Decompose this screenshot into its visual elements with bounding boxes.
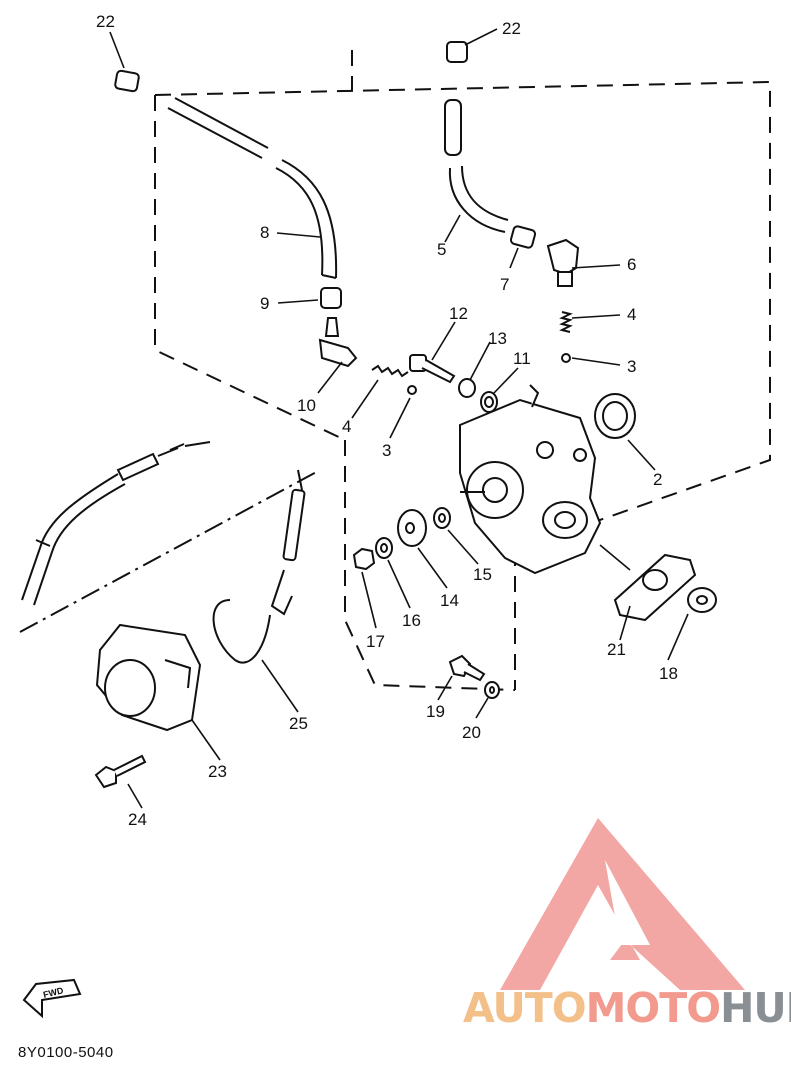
hose-8	[167, 97, 338, 279]
washer-18	[687, 587, 717, 613]
washer-20	[484, 681, 500, 699]
callout-24: 24	[128, 810, 147, 829]
clip-22-right	[446, 41, 468, 63]
callout-25: 25	[289, 714, 308, 733]
dashed-frame-upper	[154, 50, 771, 690]
diagram-code: 8Y0100-5040	[18, 1044, 114, 1061]
callout-8: 8	[260, 223, 269, 242]
brand-part-1: AUTO	[463, 984, 587, 1032]
bolt-24	[94, 754, 147, 789]
callout-16: 16	[402, 611, 421, 630]
spring-4-right	[559, 311, 573, 333]
pump-cover-23	[95, 623, 202, 732]
callout-20: 20	[462, 723, 481, 742]
oil-pump-body	[459, 384, 602, 575]
union-6	[546, 238, 580, 287]
watermark-brand: AUTOMOTOHUB	[463, 984, 791, 1032]
washer-15	[433, 507, 451, 529]
callout-10: 10	[297, 396, 316, 415]
dash-dot-line	[19, 469, 321, 633]
callout-22-right: 22	[502, 19, 521, 38]
watermark-logo	[500, 818, 745, 990]
gear-14	[397, 509, 427, 547]
callout-17: 17	[366, 632, 385, 651]
gasket-21	[613, 553, 697, 622]
callout-7: 7	[500, 275, 509, 294]
callout-15: 15	[473, 565, 492, 584]
hose-5	[444, 99, 509, 233]
clip-7	[509, 225, 537, 249]
callout-3-left: 3	[382, 441, 391, 460]
callout-6: 6	[627, 255, 636, 274]
callout-22-left: 22	[96, 12, 115, 31]
oil-seal-2	[594, 393, 636, 439]
bolt-12	[409, 354, 456, 384]
union-10	[318, 317, 358, 368]
callout-3-right: 3	[627, 357, 636, 376]
spring-4-left	[371, 364, 409, 378]
brand-part-3: HUB	[720, 984, 791, 1032]
cable-25	[212, 469, 306, 664]
ball-3-left	[407, 385, 417, 395]
callout-18: 18	[659, 664, 678, 683]
fwd-arrow-icon: FWD	[22, 978, 82, 1019]
leader-lines	[109, 28, 689, 809]
callout-13: 13	[488, 329, 507, 348]
oring-11	[480, 391, 498, 413]
clip-22-left	[114, 69, 140, 93]
washer-16	[375, 537, 393, 559]
callout-19: 19	[426, 702, 445, 721]
callout-11: 11	[513, 349, 531, 368]
callout-4-left: 4	[342, 417, 351, 436]
brand-part-2: MOTO	[585, 984, 721, 1032]
washer-13	[458, 378, 476, 398]
fwd-label: FWD	[42, 985, 65, 1000]
ball-3-right	[561, 353, 571, 363]
bolt-19	[448, 654, 486, 682]
nut-17	[352, 547, 376, 571]
callout-4-right: 4	[627, 305, 636, 324]
callout-labels: 22 22 8 9 10 5 7 6 4 3 12 13 11 4 3 2 15…	[96, 12, 678, 829]
pump-cable	[21, 441, 211, 606]
callout-21: 21	[607, 640, 626, 659]
callout-14: 14	[440, 591, 459, 610]
callout-23: 23	[208, 762, 227, 781]
callout-9: 9	[260, 294, 269, 313]
callout-5: 5	[437, 240, 446, 259]
clip-9	[320, 287, 342, 309]
callout-12: 12	[449, 304, 468, 323]
callout-2: 2	[653, 470, 662, 489]
